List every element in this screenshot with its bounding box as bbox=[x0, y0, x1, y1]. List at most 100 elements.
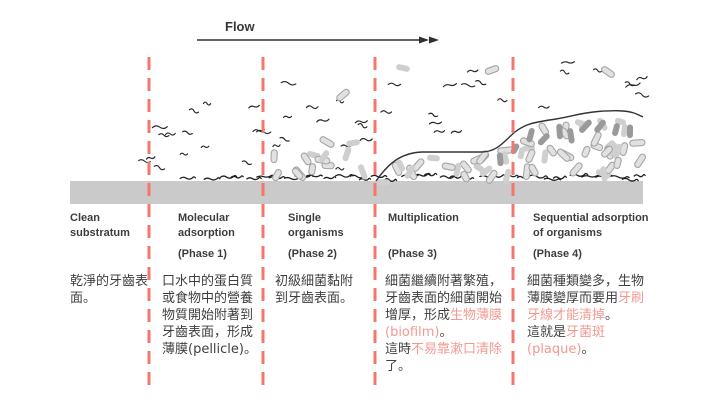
phase-title: Single organisms bbox=[288, 212, 344, 239]
pellicle-squiggle bbox=[219, 174, 238, 179]
phase-title: Molecular adsorption bbox=[178, 212, 235, 239]
phase-column-multiplication: Multiplication (Phase 3) 細菌繼續附著繁殖，牙齒表面的細… bbox=[385, 211, 507, 375]
bacterium-rod bbox=[484, 65, 500, 75]
plankton-mark bbox=[442, 83, 458, 88]
plankton-mark bbox=[153, 164, 166, 171]
pellicle-squiggle bbox=[543, 177, 561, 181]
plankton-mark bbox=[158, 133, 170, 138]
phase-title: Sequential adsorption of organisms bbox=[533, 212, 649, 239]
phase-column-sequential-adsorption: Sequential adsorption of organisms (Phas… bbox=[527, 211, 653, 358]
plankton-mark bbox=[241, 160, 252, 166]
plankton-mark bbox=[559, 69, 570, 75]
pellicle-squiggle bbox=[179, 176, 197, 180]
bacterium-rod bbox=[613, 156, 622, 169]
bacterium-rod bbox=[590, 131, 602, 147]
bacterium-rod bbox=[528, 163, 539, 177]
plankton-mark bbox=[635, 92, 650, 98]
pellicle-squiggle bbox=[230, 175, 244, 179]
bacterium-rod bbox=[357, 164, 368, 180]
bacterium-rod bbox=[485, 169, 498, 184]
plankton-mark bbox=[179, 152, 189, 156]
pellicle-squiggle bbox=[246, 176, 262, 181]
bacterium-rod bbox=[601, 145, 613, 158]
bacterium-rod bbox=[473, 163, 485, 173]
plankton-mark bbox=[145, 156, 156, 160]
bacterium-rod-dark bbox=[496, 152, 504, 167]
bacterium-rod bbox=[546, 144, 557, 157]
bacterium-rod bbox=[601, 66, 615, 78]
bacterium-rod bbox=[620, 123, 628, 138]
bacterium-rod bbox=[525, 149, 536, 163]
pellicle-squiggle bbox=[528, 174, 549, 179]
bacterium-rod bbox=[396, 159, 406, 172]
bacterium-rod bbox=[629, 139, 646, 147]
plankton-mark bbox=[636, 75, 648, 81]
plankton-mark bbox=[357, 123, 368, 129]
phase-title: Clean substratum bbox=[70, 212, 130, 239]
bacterium-rod-dark bbox=[567, 128, 575, 144]
plankton-mark bbox=[433, 130, 446, 133]
plankton-mark bbox=[188, 108, 200, 114]
pellicle-squiggle bbox=[552, 175, 567, 180]
plankton-mark bbox=[305, 105, 319, 110]
phase-number: (Phase 4) bbox=[533, 248, 582, 260]
bacterium-rod bbox=[375, 179, 391, 186]
pellicle-squiggle bbox=[323, 176, 337, 180]
plankton-mark bbox=[164, 132, 176, 136]
plankton-mark bbox=[280, 81, 297, 86]
bacterium-rod bbox=[319, 150, 330, 163]
plankton-mark bbox=[380, 110, 393, 114]
phase-description: 初級細菌黏附到牙齒表面。 bbox=[275, 274, 354, 306]
plankton-mark bbox=[359, 137, 373, 142]
bacterium-rod bbox=[634, 153, 647, 169]
bacteria-illustration bbox=[138, 61, 650, 186]
plankton-mark bbox=[625, 82, 641, 88]
bacterium-rod bbox=[426, 154, 440, 162]
pellicle-squiggle bbox=[621, 177, 639, 182]
plankton-mark bbox=[460, 83, 476, 88]
substratum-bar bbox=[70, 181, 643, 204]
phase-number: (Phase 1) bbox=[178, 248, 227, 260]
bacterium-rod-dark bbox=[626, 124, 634, 139]
plankton-mark bbox=[450, 129, 463, 134]
plankton-mark bbox=[335, 167, 345, 171]
phase-description: 細菌繼續附著繁殖，牙齒表面的細菌開始增厚，形成生物薄膜(biofilm)。 這時… bbox=[385, 274, 503, 374]
bacterium-rod bbox=[459, 160, 472, 174]
plankton-mark bbox=[354, 120, 368, 124]
plankton-mark bbox=[151, 125, 168, 130]
pellicle-squiggle bbox=[256, 174, 275, 178]
bacterium-rod bbox=[441, 162, 456, 171]
plankton-mark bbox=[200, 145, 210, 149]
bacterium-rod-dark bbox=[594, 119, 606, 133]
flow-arrowhead bbox=[419, 36, 429, 44]
biofilm-outline bbox=[375, 110, 644, 182]
plankton-mark bbox=[466, 69, 479, 73]
phase-description: 細菌種類變多，生物薄膜變厚而要用牙刷牙線才能清掉。 這就是牙菌斑(plaque)… bbox=[527, 274, 645, 357]
bacterium-rod bbox=[541, 149, 549, 164]
bacterium-rod bbox=[342, 146, 352, 162]
bacterium-rod bbox=[502, 168, 512, 185]
flow-label: Flow bbox=[225, 19, 255, 34]
plankton-mark bbox=[387, 82, 402, 87]
plankton-mark bbox=[497, 98, 508, 103]
phase-column-clean-substratum: Clean substratum 乾淨的牙齒表面。 bbox=[70, 211, 148, 307]
bacterium-rod-dark bbox=[556, 123, 563, 140]
plankton-mark bbox=[593, 68, 603, 73]
plankton-mark bbox=[538, 105, 550, 109]
phase-description: 乾淨的牙齒表面。 bbox=[70, 274, 149, 306]
flow-arrowhead bbox=[429, 36, 439, 44]
plankton-mark bbox=[560, 61, 575, 64]
plankton-mark bbox=[248, 104, 260, 109]
bacterium-rod bbox=[319, 136, 335, 148]
phase-number bbox=[70, 248, 148, 262]
bacterium-rod bbox=[346, 139, 360, 147]
phase-column-single-organisms: Single organisms (Phase 2) 初級細菌黏附到牙齒表面。 bbox=[275, 211, 359, 307]
pellicle-squiggle bbox=[334, 174, 354, 178]
bacterium-rod bbox=[479, 165, 493, 177]
bacterium-rod bbox=[613, 143, 622, 160]
pellicle-squiggle bbox=[423, 172, 438, 177]
phase-title: Multiplication bbox=[388, 212, 459, 224]
pellicle-squiggle bbox=[384, 178, 398, 182]
